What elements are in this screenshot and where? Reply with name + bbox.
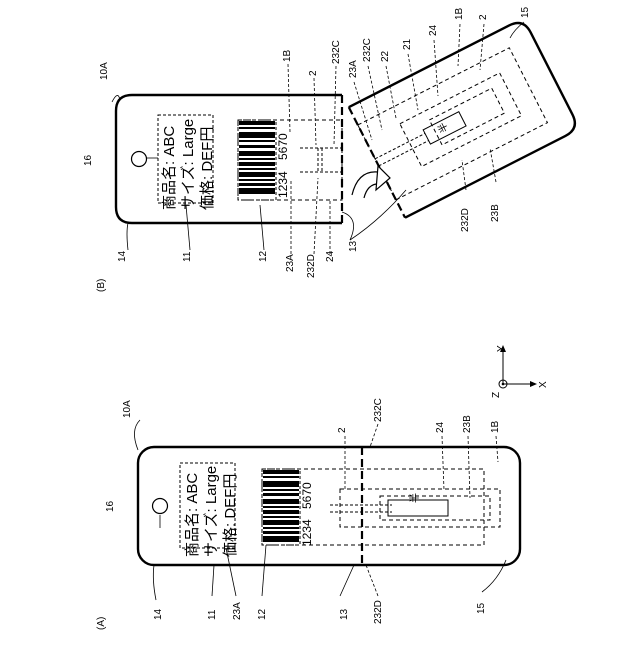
label-12-b: 12 (258, 250, 269, 262)
axis-x-label: X (538, 381, 549, 388)
tag-text-b: 商品名: ABC サイズ: Large 価格: DEF円 (161, 119, 216, 210)
axis-y-label: Y (496, 345, 507, 352)
label-14-b: 14 (117, 250, 128, 262)
barcode-number-2-b: 5670 (276, 133, 290, 160)
tag-part-15-b: 半 (349, 18, 580, 217)
label-23A-a: 23A (232, 602, 243, 620)
barcode-12-a (263, 470, 299, 542)
hang-hole-16-b (132, 152, 147, 167)
label-232C-b: 232C (331, 40, 342, 64)
label-10A-a: 10A (122, 400, 133, 418)
barcode-number-2-a: 5670 (300, 482, 314, 509)
barcode-number-1-b: 1234 (276, 171, 290, 198)
label-1B-a: 1B (490, 420, 501, 433)
label-11-b: 11 (182, 251, 193, 262)
label-21-b: 21 (402, 38, 413, 50)
label-2-b: 2 (308, 70, 319, 76)
label-23B-a: 23B (462, 415, 473, 433)
barcode-number-1-a: 1234 (300, 519, 314, 546)
leaders-b-right (354, 22, 524, 190)
label-10A-b: 10A (99, 62, 110, 80)
label-232C-a: 232C (373, 398, 384, 422)
label-24-b: 24 (325, 250, 336, 262)
label-2-a: 2 (337, 427, 348, 433)
tag-body-b (116, 95, 342, 223)
barcode-12-b (239, 121, 275, 194)
tag-line-price-a: 価格: DEF円 (222, 474, 239, 557)
label-14-a: 14 (153, 608, 164, 620)
label-23B-b: 23B (490, 204, 501, 222)
hang-hole-16-a (153, 499, 168, 514)
label-panel-a: (A) (96, 617, 107, 630)
label-232D-b: 232D (306, 254, 317, 278)
label-16-a: 16 (105, 500, 116, 512)
label-12-a: 12 (257, 608, 268, 620)
tag-line-size-b: サイズ: Large (180, 119, 197, 210)
chip-mark-a: 半 (408, 493, 421, 503)
label-11-a: 11 (207, 609, 218, 620)
tag-line-name-a: 商品名: ABC (184, 473, 201, 557)
axis-z-label: Z (491, 392, 502, 398)
label-24-a: 24 (435, 421, 446, 433)
label-1B-right-b: 1B (454, 7, 465, 20)
label-232D-right-b: 232D (460, 208, 471, 232)
label-15-b: 15 (520, 6, 531, 18)
tag-text-a: 商品名: ABC サイズ: Large 価格: DEF円 (184, 466, 239, 557)
label-2-right-b: 2 (478, 14, 489, 20)
label-13-a: 13 (339, 608, 350, 620)
label-13-b: 13 (348, 240, 359, 252)
label-232D-a: 232D (373, 600, 384, 624)
label-15-a: 15 (476, 602, 487, 614)
label-23A-right-b: 23A (348, 60, 359, 78)
label-panel-b: (B) (96, 279, 107, 292)
label-1B-b: 1B (282, 49, 293, 62)
label-23A-b: 23A (285, 254, 296, 272)
tag-line-price-b: 価格: DEF円 (199, 127, 216, 210)
axis-triad: Y X Z (491, 345, 549, 398)
label-24-right-b: 24 (428, 24, 439, 36)
label-22-b: 22 (380, 50, 391, 62)
figure-a: 商品名: ABC サイズ: Large 価格: DEF円 1234 5670 (96, 398, 520, 630)
label-16-b: 16 (83, 154, 94, 166)
figure-b: 商品名: ABC サイズ: Large 価格: DEF円 1234 5670 (83, 6, 580, 292)
rotation-arrow (352, 166, 390, 198)
tag-line-name-b: 商品名: ABC (161, 126, 178, 210)
label-232C-right-b: 232C (362, 38, 373, 62)
tag-line-size-a: サイズ: Large (203, 466, 220, 557)
